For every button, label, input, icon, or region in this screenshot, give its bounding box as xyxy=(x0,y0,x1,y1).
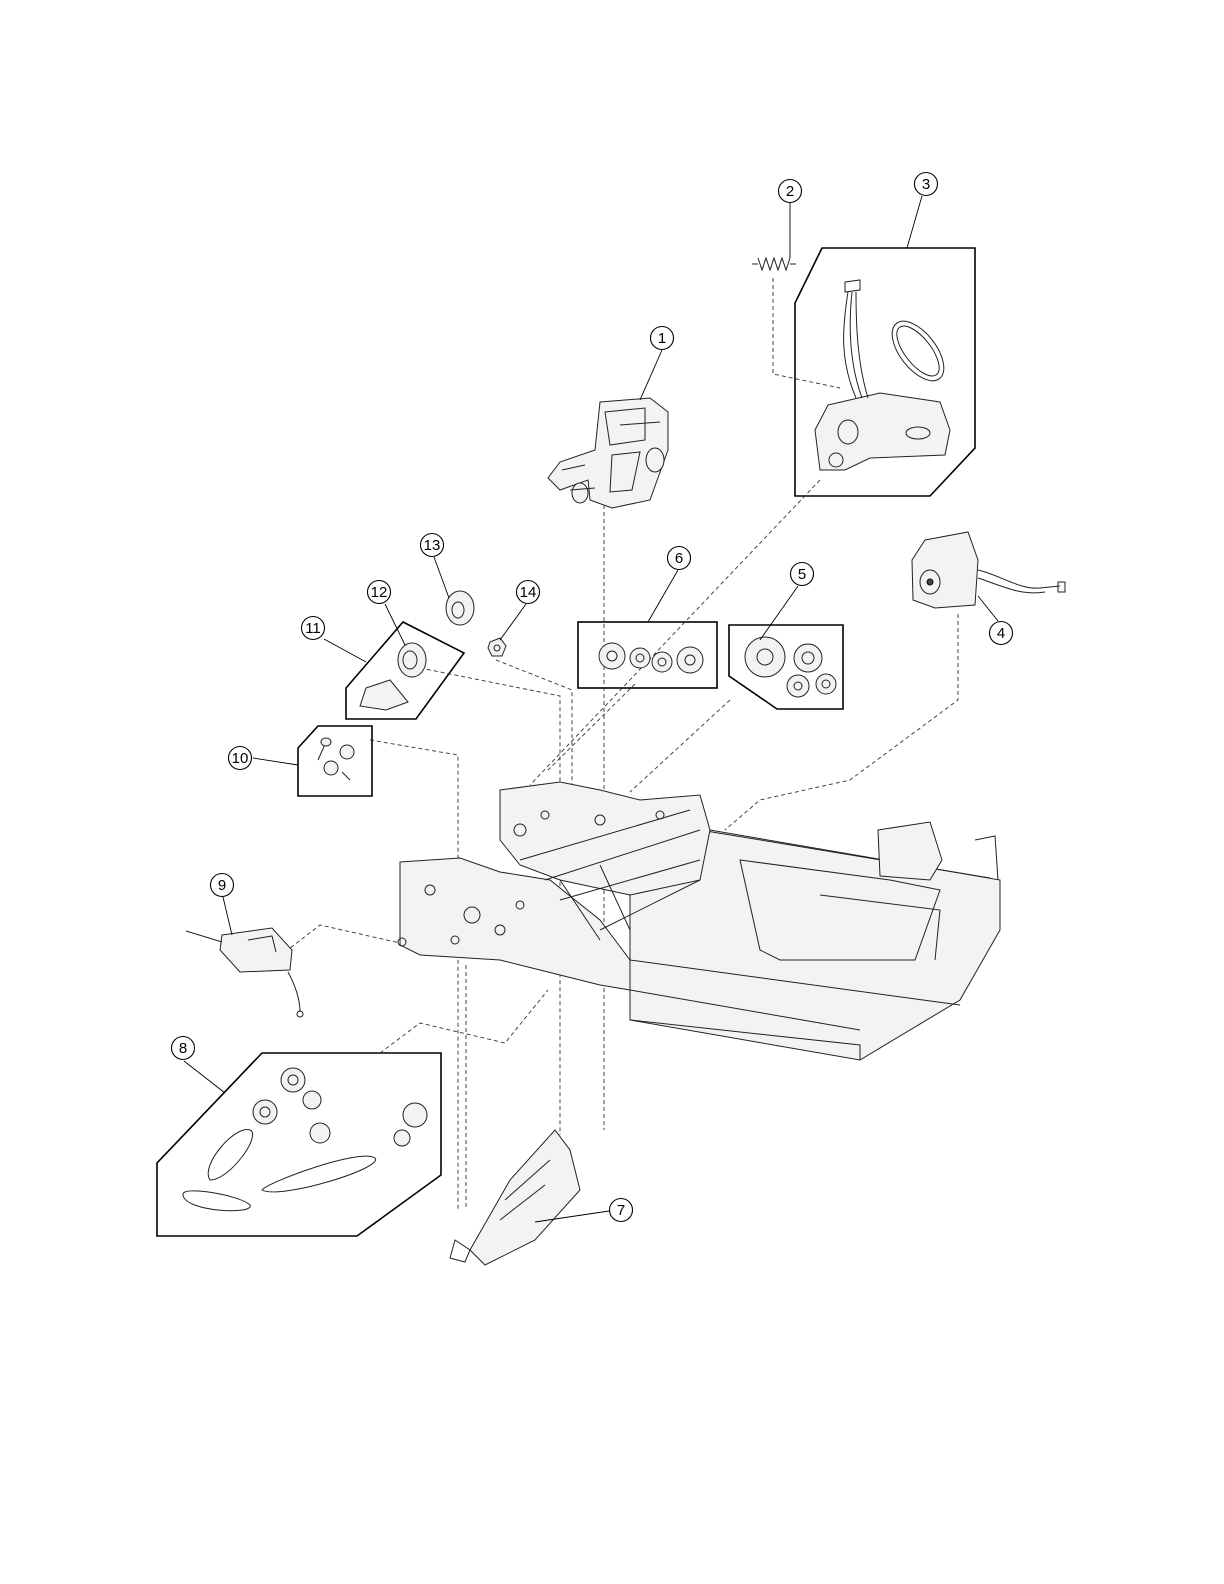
gear-belt-set-8 xyxy=(183,1068,427,1211)
spring xyxy=(752,258,796,270)
callout-13: 13 xyxy=(421,534,444,557)
svg-text:1: 1 xyxy=(658,330,666,347)
svg-text:14: 14 xyxy=(520,584,537,601)
sensor-9 xyxy=(186,928,303,1017)
callout-5: 5 xyxy=(791,563,814,586)
callout-2: 2 xyxy=(779,180,802,203)
callout-7: 7 xyxy=(610,1199,633,1222)
svg-text:10: 10 xyxy=(232,750,249,767)
svg-text:5: 5 xyxy=(798,566,806,583)
callout-4: 4 xyxy=(990,622,1013,645)
pick-roller-assembly xyxy=(548,398,668,508)
roller-and-bracket xyxy=(360,643,426,710)
svg-text:8: 8 xyxy=(179,1040,187,1057)
roller-13 xyxy=(446,591,474,625)
leader-lines xyxy=(184,196,998,1222)
svg-text:6: 6 xyxy=(675,550,683,567)
callout-1: 1 xyxy=(651,327,674,350)
callout-12: 12 xyxy=(368,581,391,604)
callout-6: 6 xyxy=(668,547,691,570)
svg-text:9: 9 xyxy=(218,877,226,894)
group-box-10 xyxy=(298,726,372,796)
callout-10: 10 xyxy=(229,747,252,770)
group-box-5 xyxy=(729,625,843,709)
svg-text:4: 4 xyxy=(997,625,1005,642)
gear-set-5 xyxy=(745,637,836,697)
svg-text:7: 7 xyxy=(617,1202,625,1219)
svg-text:12: 12 xyxy=(371,584,388,601)
paper-guide-7 xyxy=(450,1130,580,1265)
motor xyxy=(912,532,1065,608)
svg-text:11: 11 xyxy=(305,620,321,637)
callout-3: 3 xyxy=(915,173,938,196)
callout-9: 9 xyxy=(211,874,234,897)
svg-text:2: 2 xyxy=(786,183,794,200)
nut-14 xyxy=(488,638,506,656)
bracket-assembly xyxy=(815,280,954,470)
callout-11: 11 xyxy=(302,617,325,640)
main-frame xyxy=(398,782,1000,1060)
shaft-set-10 xyxy=(318,738,354,780)
callout-14: 14 xyxy=(517,581,540,604)
callout-8: 8 xyxy=(172,1037,195,1060)
svg-text:13: 13 xyxy=(424,537,441,554)
svg-text:3: 3 xyxy=(922,176,930,193)
